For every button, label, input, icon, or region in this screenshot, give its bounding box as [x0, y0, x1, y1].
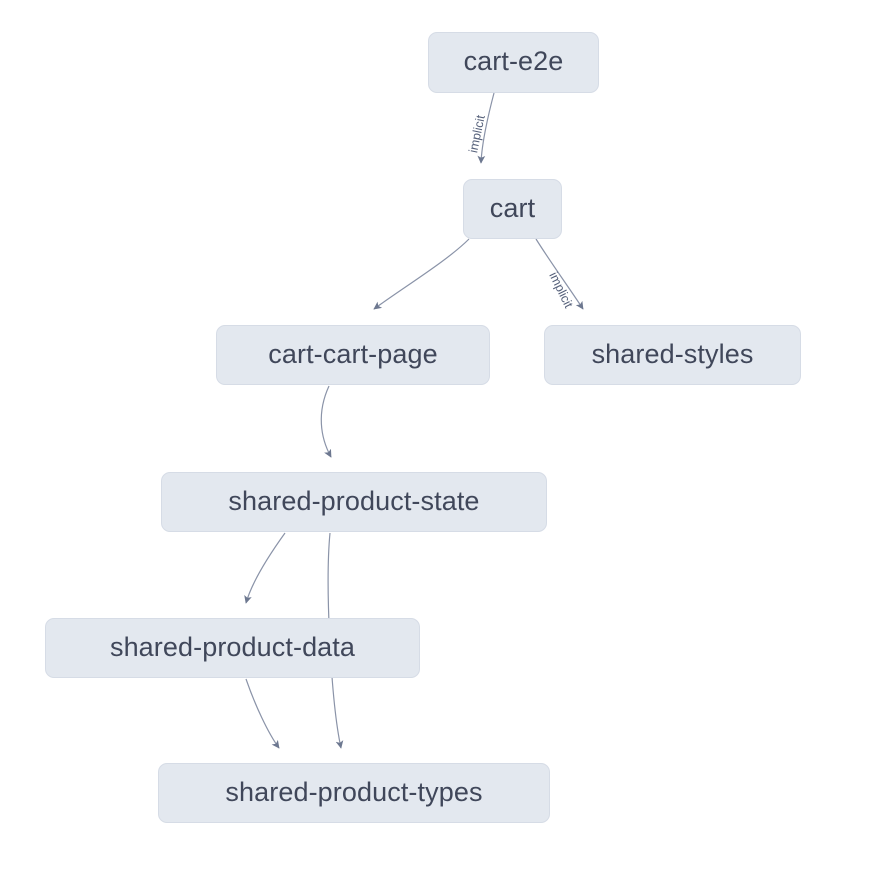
graph-node-cart-cart-page[interactable]: cart-cart-page	[216, 325, 490, 385]
edge-cart-to-cart-cart-page	[373, 238, 470, 310]
node-label: shared-product-state	[228, 485, 480, 516]
graph-node-shared-styles[interactable]: shared-styles	[544, 325, 801, 385]
node-label: shared-styles	[591, 338, 754, 369]
node-label: cart	[489, 192, 536, 223]
node-label: shared-product-data	[109, 631, 356, 662]
edge-shared-product-state-to-shared-product-data	[244, 532, 286, 604]
graph-node-shared-product-types[interactable]: shared-product-types	[158, 763, 550, 823]
graph-node-shared-product-data[interactable]: shared-product-data	[45, 618, 420, 678]
node-label: cart-e2e	[463, 46, 564, 76]
edge-shared-product-data-to-shared-product-types	[245, 678, 280, 749]
graph-node-shared-product-state[interactable]: shared-product-state	[161, 472, 547, 532]
edge-label-implicit-cart-e2e-cart: implicit	[466, 113, 488, 155]
node-label: cart-cart-page	[268, 338, 438, 369]
edge-label-implicit-cart-shared-styles: implicit	[546, 269, 576, 311]
graph-node-cart[interactable]: cart	[463, 179, 562, 239]
graph-node-cart-e2e[interactable]: cart-e2e	[428, 32, 599, 93]
edge-cart-cart-page-to-shared-product-state	[320, 385, 332, 458]
node-label: shared-product-types	[225, 776, 483, 807]
